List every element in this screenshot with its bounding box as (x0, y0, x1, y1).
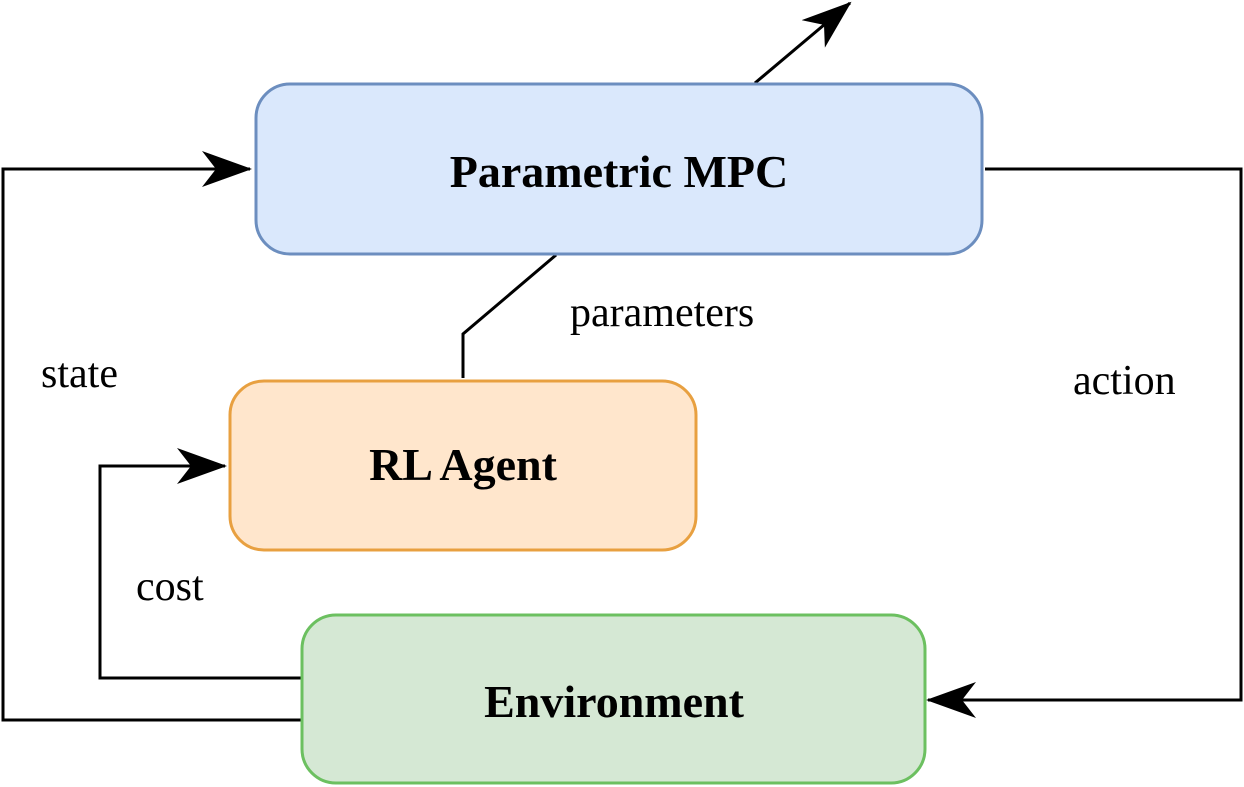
node-environment[interactable]: Environment (300, 613, 927, 785)
parameters-connector (461, 253, 557, 378)
environment-label: Environment (484, 676, 745, 727)
cost-label: cost (136, 564, 204, 610)
action-label: action (1073, 358, 1176, 404)
environment-box (300, 613, 927, 785)
action-connector (926, 167, 1243, 718)
edge-state (1, 151, 302, 722)
agent-label: RL Agent (369, 439, 558, 490)
edge-action (926, 167, 1243, 718)
edge-cost (98, 448, 302, 680)
mpc-box (254, 82, 984, 256)
parameters-through-arrow (754, 1, 852, 85)
parameters-label: parameters (570, 290, 754, 336)
node-rl-agent[interactable]: RL Agent (228, 379, 698, 552)
edge-parameters (461, 1, 852, 378)
state-connector (1, 151, 302, 722)
agent-box (228, 379, 698, 552)
node-parametric-mpc[interactable]: Parametric MPC (254, 82, 984, 256)
mpc-label: Parametric MPC (450, 146, 788, 197)
cost-connector (98, 448, 302, 680)
state-label: state (41, 351, 118, 397)
